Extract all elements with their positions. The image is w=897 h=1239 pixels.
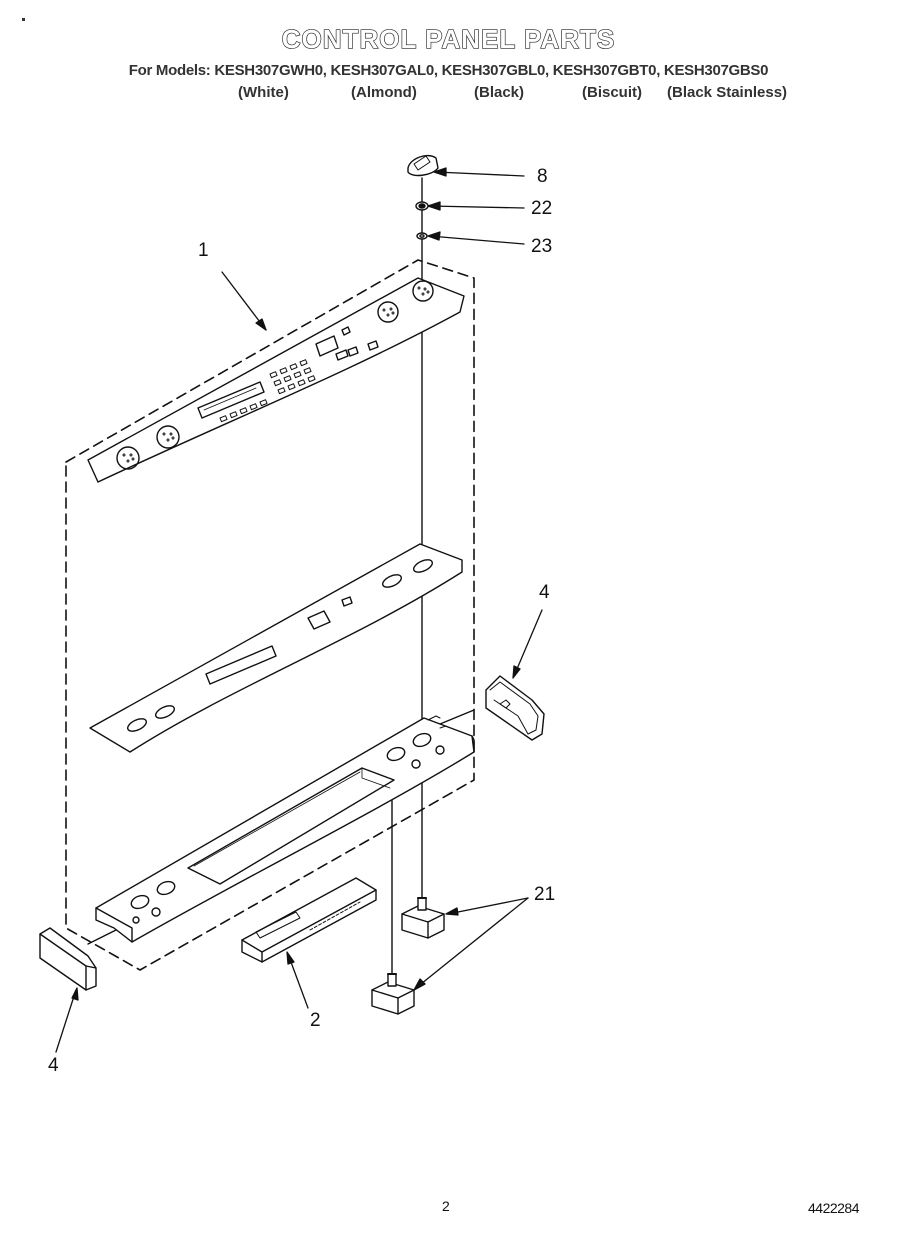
callout-4-right: 4 [539,582,550,603]
infinite-switch-upper [401,897,445,939]
infinite-switch-lower [371,973,415,1015]
alignment-line [439,709,475,725]
housing-display-opening [187,767,395,885]
washer [416,232,428,240]
middle-overlay-panel [89,543,463,753]
document-number: 4422284 [808,1200,860,1216]
electronic-control-board [241,877,377,963]
models-line: For Models: KESH307GWH0, KESH307GAL0, KE… [128,62,769,79]
callout-2: 2 [310,1010,321,1031]
display-cutout [205,645,277,685]
page-number: 2 [442,1198,450,1214]
alignment-line [87,929,117,945]
control-panel-housing [95,715,475,943]
nut [415,201,429,211]
burner-knob-mark [116,446,140,470]
knob [407,154,439,177]
burner-knob-mark [156,425,180,449]
color-biscuit: (Biscuit) [582,84,642,101]
corner-mark [22,18,25,21]
assembly-dashed-outline [65,259,475,971]
callout-1: 1 [198,240,209,261]
callout-22: 22 [531,198,553,219]
display-window [197,381,265,419]
burner-knob-mark [412,280,434,302]
end-cap-left [39,927,97,991]
control-panel-overlay [87,277,465,483]
page-title: CONTROL PANEL PARTS [281,23,616,54]
color-almond: (Almond) [351,84,417,101]
color-white: (White) [238,84,289,101]
callout-8: 8 [537,166,548,187]
burner-knob-mark [377,301,399,323]
color-black-stainless: (Black Stainless) [667,84,788,101]
end-cap-right [485,675,545,741]
callout-21: 21 [534,884,556,905]
callout-arrows [55,167,543,1053]
callout-23: 23 [531,236,553,257]
callout-4-left: 4 [48,1055,59,1076]
color-black: (Black) [474,84,525,101]
